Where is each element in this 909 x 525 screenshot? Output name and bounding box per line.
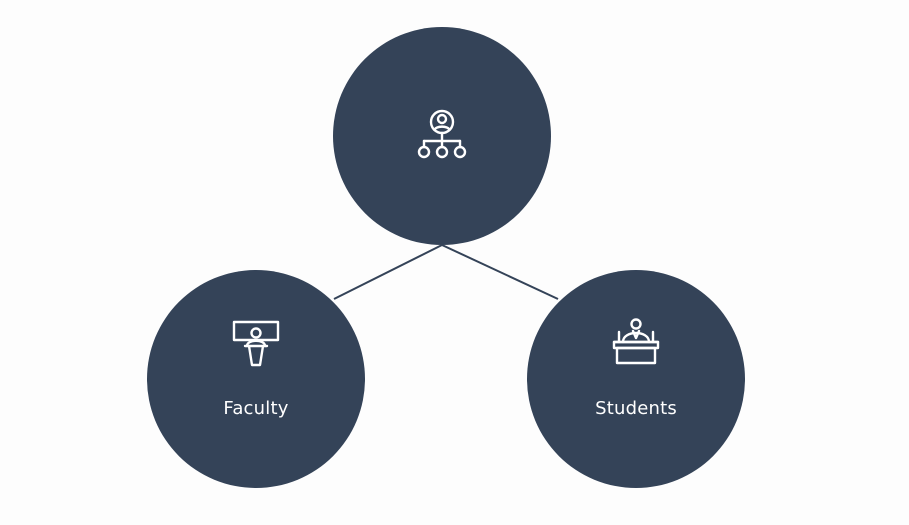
student-desk-icon [612, 318, 660, 365]
faculty-node: Faculty [147, 270, 365, 488]
lecturer-podium-icon [232, 320, 280, 367]
connector-to-students [441, 244, 559, 300]
faculty-label: Faculty [223, 398, 289, 419]
root-node [333, 27, 551, 245]
students-label: Students [595, 398, 677, 419]
org-hierarchy-icon [417, 109, 467, 159]
connector-to-faculty [333, 244, 443, 300]
students-node: Students [527, 270, 745, 488]
